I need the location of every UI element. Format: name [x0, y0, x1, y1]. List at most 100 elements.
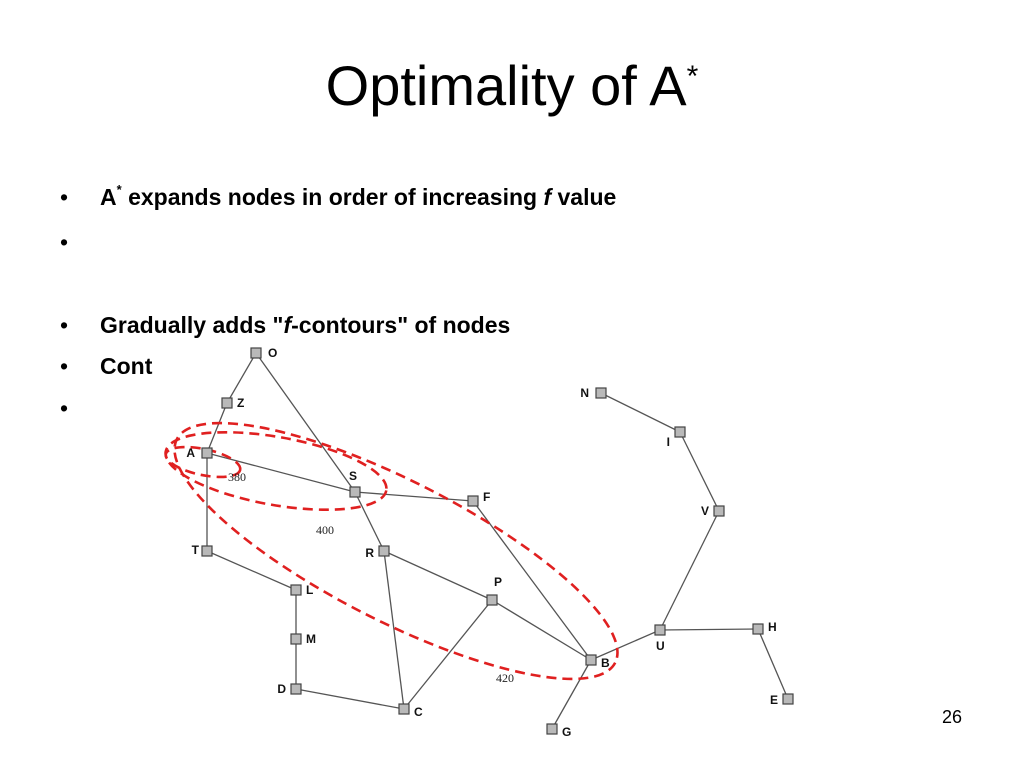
node-a: A	[186, 446, 213, 460]
node-label: B	[601, 656, 610, 670]
node-label: C	[414, 705, 423, 719]
node-d: D	[277, 682, 302, 696]
graph-nodes: O Z A S F R P T L M D C B G U H E N I V	[186, 346, 794, 739]
bullet-text: Cont	[100, 353, 153, 379]
node-label: S	[349, 469, 357, 483]
edge-h-e	[757, 628, 789, 700]
edge-o-z	[226, 352, 257, 404]
node-t: T	[192, 543, 213, 557]
contour-label-380: 380	[228, 470, 246, 484]
edge-d-c	[295, 688, 405, 710]
node-marker	[250, 347, 262, 359]
node-label: H	[768, 620, 777, 634]
graph-edges	[206, 352, 789, 730]
node-marker	[290, 683, 302, 695]
bullet-text: A* expands nodes in order of increasing …	[100, 182, 617, 211]
node-label: L	[306, 583, 313, 597]
node-label: D	[277, 682, 286, 696]
node-n: N	[580, 386, 607, 400]
node-marker	[221, 397, 233, 409]
edge-a-s	[206, 452, 356, 493]
node-label: U	[656, 639, 665, 653]
bullet-italic: f	[283, 312, 292, 338]
edge-p-c	[403, 599, 493, 710]
node-marker	[290, 633, 302, 645]
bullet-text: Gradually adds "f-contours" of nodes	[100, 312, 510, 339]
edge-u-h	[659, 628, 759, 631]
node-label: O	[268, 346, 277, 360]
bullet-text-part: A	[100, 184, 117, 210]
bullet-text-part: Gradually adds "	[100, 312, 284, 338]
node-b: B	[585, 654, 610, 670]
node-marker	[546, 723, 558, 735]
node-h: H	[752, 620, 777, 635]
bullet-italic: f	[543, 184, 552, 210]
edge-t-l	[206, 550, 297, 591]
node-c: C	[398, 703, 423, 719]
node-marker	[201, 545, 213, 557]
bullet-marker: •	[60, 353, 69, 379]
edge-f-b	[472, 500, 592, 661]
contour-label-420: 420	[496, 671, 514, 685]
bullet-marker: •	[60, 395, 69, 421]
node-label: M	[306, 632, 316, 646]
node-z: Z	[221, 396, 244, 410]
node-marker	[290, 584, 302, 596]
edge-r-p	[383, 550, 493, 601]
edge-u-v	[659, 510, 720, 631]
edge-s-f	[354, 491, 474, 502]
node-label: I	[667, 435, 670, 449]
node-marker	[595, 387, 607, 399]
node-marker	[674, 426, 686, 438]
node-marker	[201, 447, 213, 459]
node-marker	[378, 545, 390, 557]
f-contours	[164, 421, 619, 681]
node-marker	[654, 624, 666, 636]
node-marker	[467, 495, 479, 507]
bullet-text-part: value	[551, 184, 617, 210]
node-v: V	[701, 504, 725, 518]
bullet-superscript: *	[116, 182, 122, 197]
node-label: A	[186, 446, 195, 460]
contour-label-400: 400	[316, 523, 334, 537]
page-number: 26	[941, 707, 962, 727]
node-m: M	[290, 632, 316, 646]
slide-title: Optimality of A*	[0, 58, 1024, 114]
node-label: G	[562, 725, 571, 739]
bullet-marker: •	[60, 184, 69, 210]
bullet-text-part: expands nodes in order of increasing	[121, 184, 544, 210]
node-marker	[486, 594, 498, 606]
node-r: R	[365, 545, 390, 560]
node-label: T	[192, 543, 200, 557]
node-label: F	[483, 490, 490, 504]
node-e: E	[770, 693, 794, 707]
edge-s-r	[354, 491, 385, 552]
node-label: N	[580, 386, 589, 400]
bullet-marker: •	[60, 229, 69, 255]
node-label: Z	[237, 396, 244, 410]
edge-r-c	[383, 550, 405, 710]
node-g: G	[546, 723, 571, 739]
edge-p-b	[491, 599, 592, 661]
title-text: Optimality of A	[325, 54, 687, 117]
edge-b-g	[551, 659, 592, 730]
node-label: R	[365, 546, 374, 560]
node-label: E	[770, 693, 778, 707]
edge-z-a	[206, 402, 228, 454]
node-label: P	[494, 575, 502, 589]
edge-i-n	[600, 392, 681, 433]
node-marker	[349, 486, 361, 498]
contour-400	[164, 430, 388, 512]
node-marker	[782, 693, 794, 705]
node-f: F	[467, 490, 490, 507]
node-marker	[752, 623, 764, 635]
title-superscript: *	[686, 60, 699, 93]
edge-b-u	[590, 629, 661, 661]
node-s: S	[349, 469, 361, 498]
contour-420	[173, 421, 619, 681]
node-marker	[398, 703, 410, 715]
node-marker	[585, 654, 597, 666]
node-p: P	[486, 575, 502, 606]
bullet-text-part: -contours" of nodes	[291, 312, 511, 338]
